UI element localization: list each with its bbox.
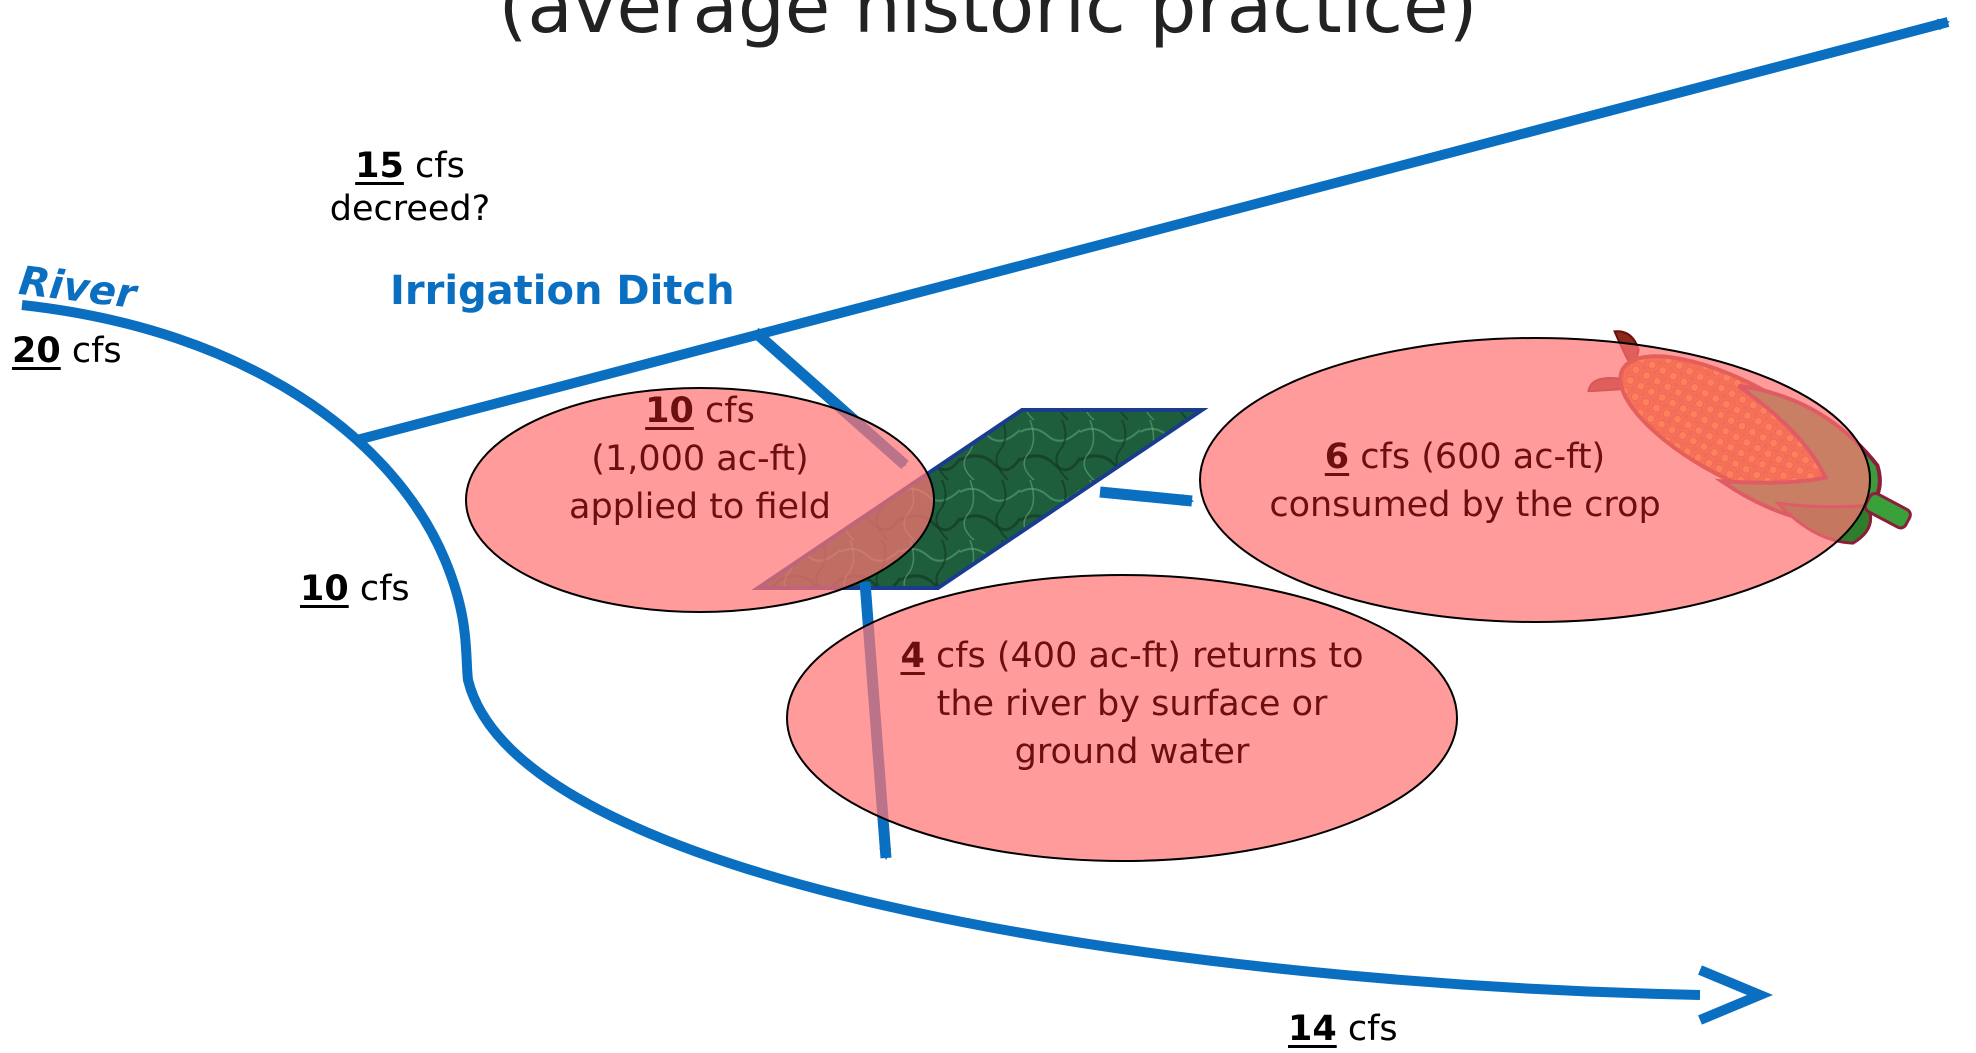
consumed-oval [1199,337,1871,623]
decreed-value: 15 [355,146,404,186]
applied-value: 10 [645,391,694,431]
consumed-oval-text: 6 cfs (600 ac-ft) consumed by the crop [1205,434,1725,530]
river-arrowhead [1698,965,1773,1025]
applied-unit: cfs [693,391,755,431]
river-outflow-unit: cfs [1336,1009,1398,1049]
returns-line3: ground water [1014,731,1250,772]
decreed-label: 15 cfs decreed? [300,145,520,230]
river-inflow-label: 20 cfs [12,330,122,373]
applied-acft: (1,000 ac-ft) [591,438,809,479]
river-inflow-unit: cfs [60,331,122,371]
returns-oval-text: 4 cfs (400 ac-ft) returns to the river b… [842,633,1422,777]
decreed-text: decreed? [329,188,491,229]
consumed-rest: cfs (600 ac-ft) [1349,437,1606,477]
applied-oval-text: 10 cfs (1,000 ac-ft) applied to field [480,388,920,532]
returns-line2: the river by surface or [936,683,1328,724]
returns-value: 4 [900,636,925,676]
decreed-unit: cfs [403,146,465,186]
river-mid-label: 10 cfs [300,568,410,611]
applied-oval [465,387,935,613]
irrigation-ditch-line [355,17,1950,445]
returns-oval [786,574,1458,862]
consumed-desc: consumed by the crop [1269,484,1661,525]
returns-rest: cfs (400 ac-ft) returns to [924,636,1364,676]
river-inflow-value: 20 [12,331,61,371]
consumed-value: 6 [1324,437,1350,477]
river-mid-unit: cfs [348,569,410,609]
river-outflow-label: 14 cfs [1288,1008,1398,1051]
diagram-title: (average historic practice) [498,0,1478,50]
applied-desc: applied to field [569,486,831,527]
river-mid-value: 10 [300,569,349,609]
river-outflow-value: 14 [1288,1009,1337,1049]
irrigation-ditch-label: Irrigation Ditch [390,268,735,314]
field-to-crop-arrow [1099,486,1194,507]
river-line [21,300,1701,1000]
